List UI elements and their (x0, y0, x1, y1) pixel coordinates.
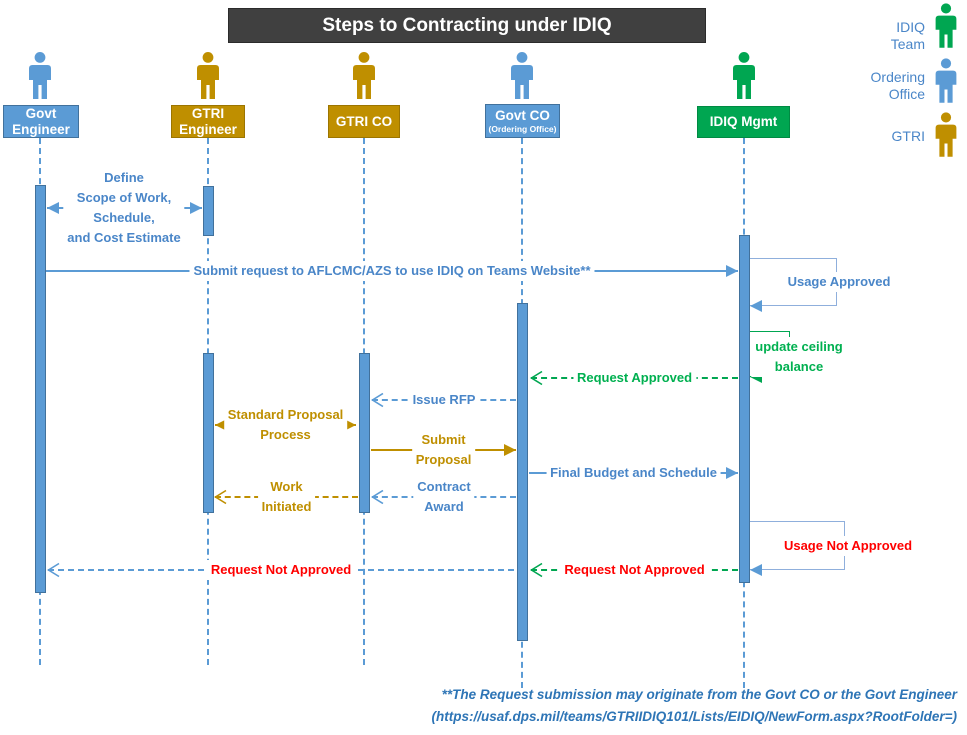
submit-request-label: Submit request to AFLCMC/AZS to use IDIQ… (189, 261, 595, 281)
define-scope-label: Define Scope of Work, Schedule, and Cost… (63, 168, 185, 248)
person-icon (29, 52, 51, 99)
gtri-engineer-activation-2 (203, 353, 214, 513)
legend-gtri-icon (929, 112, 963, 158)
arrowhead-open (529, 370, 544, 386)
idiq-mgmt-label: IDIQ Mgmt (697, 106, 790, 138)
request-not-approved-right-label: Request Not Approved (560, 560, 709, 580)
arrowhead-filled (47, 202, 59, 214)
usage-approved-label: Usage Approved (783, 272, 895, 292)
work-initiated-label: Work Initiated (257, 477, 316, 517)
govt-co-activation (517, 303, 528, 641)
person-icon (511, 52, 533, 99)
standard-proposal-process-label: Standard Proposal Process (223, 405, 348, 445)
gtri-co-label: GTRI CO (328, 105, 400, 138)
govt-engineer-activation (35, 185, 46, 593)
footnote-line-2: (https://usaf.dps.mil/teams/GTRIIDIQ101/… (431, 709, 957, 724)
arrowhead-open (370, 392, 385, 408)
diagram-title: Steps to Contracting under IDIQ (228, 8, 706, 43)
usage-not-approved-label: Usage Not Approved (779, 536, 917, 556)
idiq-mgmt-label-line: IDIQ Mgmt (709, 114, 778, 129)
govt-engineer-icon (22, 52, 58, 100)
gtri-engineer-activation-1 (203, 186, 214, 236)
update-ceiling-balance-label: update ceiling balance (751, 337, 847, 377)
arrowhead-open (213, 489, 228, 505)
legend-idiq-team-label: IDIQ Team (890, 19, 925, 52)
person-icon (935, 58, 957, 103)
govt-co-label-line: Govt CO (495, 108, 550, 123)
arrowhead-filled (750, 300, 762, 312)
person-icon (935, 112, 957, 157)
legend-ordering-office-icon (929, 58, 963, 104)
gtri-co-activation (359, 353, 370, 513)
footnote: **The Request submission may originate f… (432, 684, 957, 728)
issue-rfp-label: Issue RFP (408, 390, 480, 410)
legend-ordering-office-label: Ordering Office (870, 69, 925, 102)
gtri-engineer-icon (190, 52, 226, 100)
arrowhead-open (529, 562, 544, 578)
diagram-title-text: Steps to Contracting under IDIQ (322, 14, 612, 36)
gtri-engineer-label-line: GTRI (191, 105, 225, 121)
idiq-mgmt-activation (739, 235, 750, 583)
govt-engineer-label-line: Govt (25, 105, 57, 121)
govt-co-sublabel: (Ordering Office) (488, 124, 557, 134)
request-not-approved-left-label: Request Not Approved (206, 560, 356, 580)
person-icon (353, 52, 375, 99)
footnote-line-1: **The Request submission may originate f… (441, 687, 957, 702)
gtri-co-icon (346, 52, 382, 100)
person-icon (935, 3, 957, 48)
arrowhead-open (46, 562, 61, 578)
arrowhead-open (370, 489, 385, 505)
idiq-mgmt-icon (726, 52, 762, 100)
govt-co-label: Govt CO(Ordering Office) (485, 104, 560, 138)
legend-idiq-team-icon (929, 3, 963, 49)
person-icon (733, 52, 755, 99)
person-icon (197, 52, 219, 99)
gtri-engineer-label-line: Engineer (179, 121, 237, 137)
arrowhead-filled (726, 467, 738, 479)
request-approved-label: Request Approved (572, 368, 697, 388)
legend-gtri-label: GTRI (891, 127, 925, 144)
gtri-co-label-line: GTRI CO (335, 113, 393, 129)
arrowhead-filled (726, 265, 738, 277)
govt-co-icon (504, 52, 540, 100)
arrowhead-filled (190, 202, 202, 214)
contract-award-label: Contract Award (413, 477, 475, 517)
final-budget-and-schedule-label: Final Budget and Schedule (546, 463, 721, 483)
arrowhead-filled (750, 564, 762, 576)
govt-engineer-label-line: Engineer (12, 121, 70, 137)
arrowhead-filled (504, 444, 516, 456)
submit-proposal-label: Submit Proposal (411, 430, 476, 470)
